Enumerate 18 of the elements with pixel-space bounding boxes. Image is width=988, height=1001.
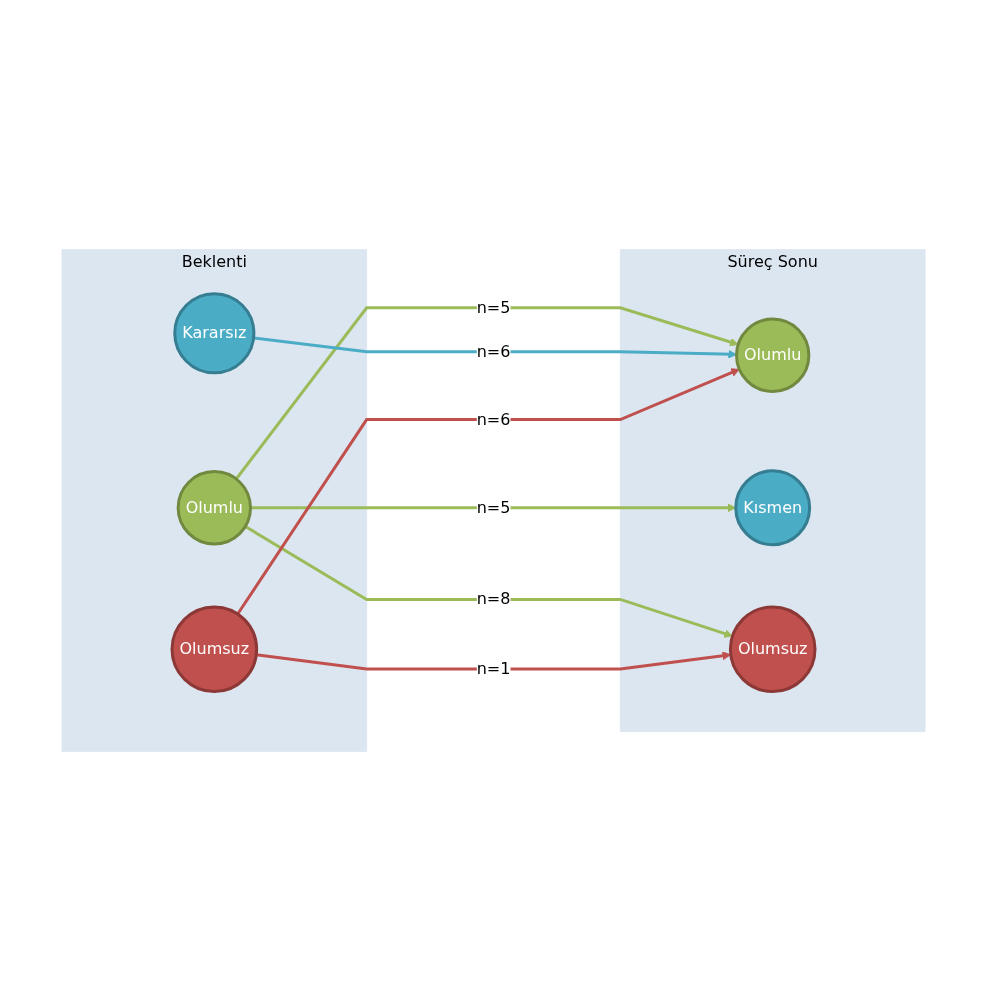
edge-label: n=6 — [477, 409, 511, 429]
arrow — [236, 368, 741, 615]
edge-label: n=8 — [477, 589, 511, 609]
arrow — [251, 503, 737, 513]
edge-label: n=5 — [477, 497, 511, 517]
node-circle: Kısmen — [734, 469, 812, 547]
node-circle: Kararsız — [173, 292, 256, 375]
node-circle: Olumlu — [177, 470, 253, 546]
node-circle: Olumlu — [735, 317, 811, 393]
arrow — [235, 306, 740, 480]
node-circle: Olumsuz — [171, 605, 259, 694]
arrow — [256, 651, 732, 671]
arrow — [245, 525, 734, 638]
edge-label: n=5 — [477, 297, 511, 317]
edge-label: n=1 — [477, 659, 511, 679]
arrow — [253, 336, 738, 359]
edge-label: n=6 — [477, 341, 511, 361]
node-circle: Olumsuz — [729, 605, 817, 694]
